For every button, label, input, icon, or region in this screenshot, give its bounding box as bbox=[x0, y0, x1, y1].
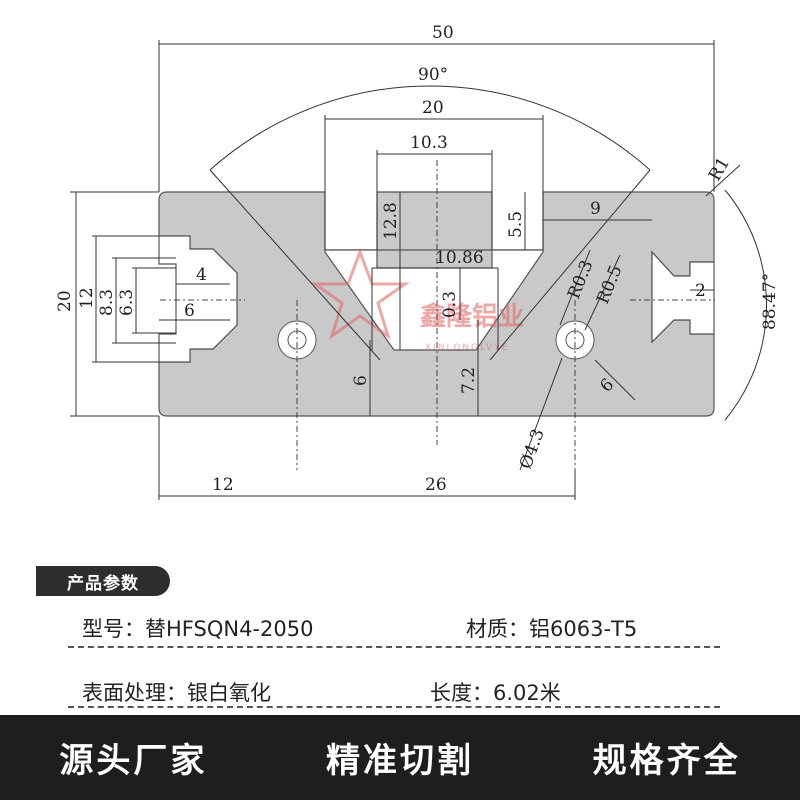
dim-2: 2 bbox=[695, 281, 706, 301]
dim-slot-bottom-width: 10.86 bbox=[435, 248, 484, 268]
dim-0-3: 0.3 bbox=[440, 291, 460, 318]
dim-12-left: 12 bbox=[77, 287, 97, 309]
divider-1 bbox=[68, 646, 720, 648]
dim-4: 4 bbox=[196, 265, 207, 285]
dim-26: 26 bbox=[425, 475, 447, 495]
dim-6-left: 6 bbox=[184, 301, 195, 321]
spec-length: 长度：6.02米 bbox=[430, 681, 561, 705]
profile-drawing: 鑫隆铝业 XINLONGLVYE 50 90° 20 10.3 12.8 10.… bbox=[55, 23, 780, 500]
dim-angle-top: 90° bbox=[418, 65, 448, 85]
watermark-cn: 鑫隆铝业 bbox=[420, 301, 524, 332]
right-t-slot bbox=[651, 250, 715, 344]
dim-12-bottom: 12 bbox=[212, 475, 234, 495]
dim-radius-r1: R1 bbox=[705, 154, 734, 184]
feature-banner: 源头厂家 精准切割 规格齐全 bbox=[0, 715, 800, 800]
dim-depth-12-8: 12.8 bbox=[381, 202, 401, 240]
dim-height-20: 20 bbox=[55, 290, 75, 312]
dim-6-center: 6 bbox=[351, 375, 371, 386]
spec-model: 型号：替HFSQN4-2050 bbox=[82, 617, 314, 641]
dim-9: 9 bbox=[590, 199, 601, 219]
dim-overall-width: 50 bbox=[432, 23, 454, 43]
divider-2 bbox=[68, 706, 720, 708]
watermark-en: XINLONGLVYE bbox=[425, 343, 509, 353]
dim-slot-width: 20 bbox=[422, 98, 444, 118]
dim-angle-right: 88.47° bbox=[760, 273, 780, 330]
spec-material: 材质：铝6063-T5 bbox=[466, 617, 638, 641]
dim-6-3: 6.3 bbox=[117, 289, 137, 316]
right-center-hole bbox=[555, 320, 595, 360]
dim-slot-inner-width: 10.3 bbox=[410, 133, 448, 153]
banner-item-full-specs: 规格齐全 bbox=[592, 741, 741, 781]
banner-item-precision-cut: 精准切割 bbox=[325, 741, 474, 781]
params-header: 产品参数 bbox=[36, 566, 170, 596]
dim-diameter-4-3: Ø4.3 bbox=[516, 426, 549, 471]
dim-8-3: 8.3 bbox=[97, 289, 117, 316]
dim-7-2: 7.2 bbox=[459, 367, 479, 394]
left-t-slot bbox=[158, 235, 238, 363]
left-center-hole bbox=[277, 320, 317, 360]
dim-5-5: 5.5 bbox=[506, 211, 526, 238]
spec-surface: 表面处理：银白氧化 bbox=[82, 681, 271, 705]
banner-item-factory: 源头厂家 bbox=[59, 741, 208, 781]
